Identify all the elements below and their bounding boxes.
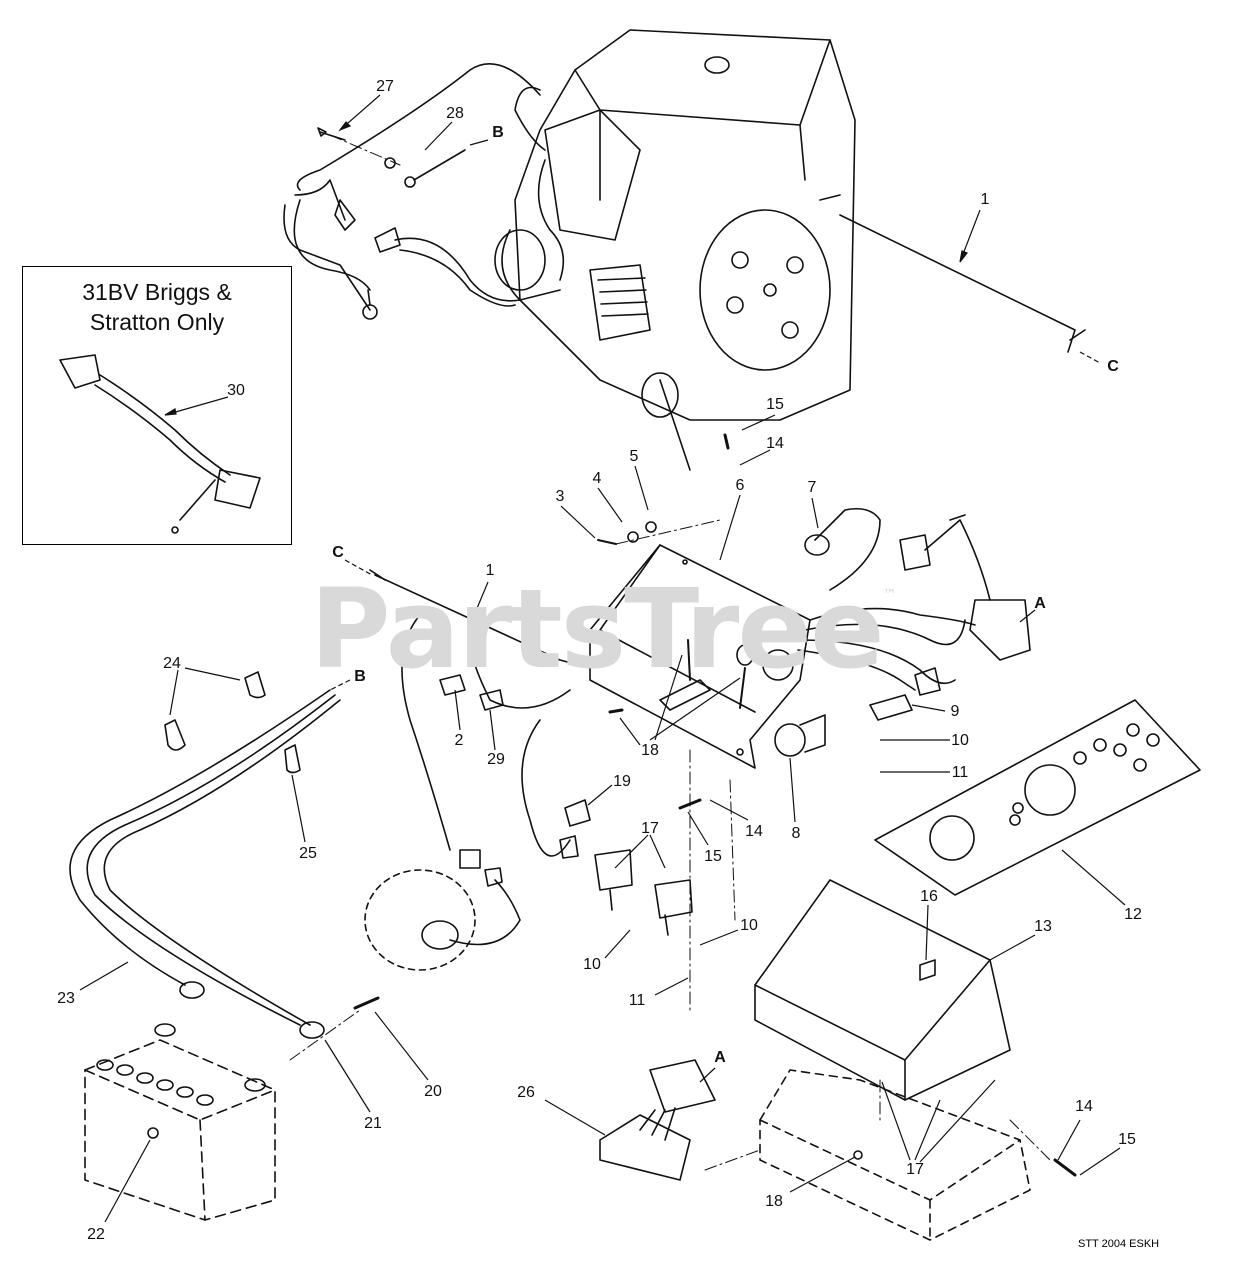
- callout-c25: 25: [299, 845, 317, 862]
- battery-cells: [96, 1023, 266, 1139]
- part-3: [597, 539, 617, 545]
- bolt-20: [353, 996, 380, 1010]
- flywheel: [364, 849, 521, 971]
- callout-c4: 4: [593, 470, 602, 487]
- bracket-harness: [797, 507, 1031, 696]
- callout-c15a: 15: [766, 396, 784, 413]
- footer-code: STT 2004 ESKH: [1078, 1238, 1160, 1250]
- part-19: [564, 799, 591, 827]
- callout-cA2: A: [714, 1049, 726, 1066]
- callout-cA1: A: [1034, 595, 1046, 612]
- callout-c26: 26: [517, 1084, 535, 1101]
- callout-cC2: C: [332, 544, 344, 561]
- callout-c28: 28: [446, 105, 464, 122]
- callout-c12: 12: [1124, 906, 1142, 923]
- engine-assembly: [494, 29, 856, 471]
- panel-12: [874, 699, 1201, 896]
- key-switch: [804, 534, 830, 556]
- engine-wire-harness: [283, 63, 541, 320]
- callout-c11a: 11: [952, 764, 969, 781]
- callout-c1b: 1: [486, 562, 495, 579]
- callout-c10b: 10: [740, 917, 758, 934]
- callout-c6: 6: [736, 477, 745, 494]
- callout-c23: 23: [57, 990, 75, 1007]
- battery: [84, 1039, 276, 1221]
- callout-c17a: 17: [641, 820, 659, 837]
- callout-c10a: 10: [951, 732, 969, 749]
- callout-c24: 24: [163, 655, 181, 672]
- callout-c15b: 15: [704, 848, 722, 865]
- callout-c1a: 1: [981, 191, 990, 208]
- clamp-25: [284, 744, 301, 774]
- bolt-15a: [723, 433, 730, 450]
- callout-c8: 8: [792, 825, 801, 842]
- wire-1-lower: [374, 574, 591, 669]
- callout-c20: 20: [424, 1083, 442, 1100]
- callout-c13: 13: [1034, 918, 1052, 935]
- callout-c15c: 15: [1118, 1131, 1136, 1148]
- callout-c27: 27: [376, 78, 394, 95]
- callout-c29: 29: [487, 751, 505, 768]
- clamp-24a: [164, 719, 186, 751]
- callout-c19: 19: [613, 773, 631, 790]
- switch-8: [774, 723, 806, 757]
- callout-c22: 22: [87, 1226, 105, 1243]
- part-9: [869, 694, 913, 721]
- lower-box: [759, 1069, 1031, 1241]
- callout-c9: 9: [951, 703, 960, 720]
- callout-c17b: 17: [906, 1161, 924, 1178]
- inset-title-line2: Stratton Only: [89, 309, 225, 335]
- control-bracket: [589, 544, 811, 769]
- callout-c3: 3: [556, 488, 565, 505]
- callout-cC1: C: [1107, 358, 1119, 375]
- callout-c14c: 14: [1075, 1098, 1093, 1115]
- callout-c18a: 18: [641, 742, 659, 759]
- part-17a: [594, 849, 633, 891]
- clamp-24b: [244, 671, 266, 699]
- inset-title: 31BV Briggs & Stratton Only: [23, 277, 291, 337]
- callout-c16: 16: [920, 888, 938, 905]
- inset-harness-30: [59, 354, 261, 534]
- part-17b: [654, 879, 693, 919]
- callout-c7: 7: [808, 479, 817, 496]
- leader-arrows: [79, 94, 1126, 1223]
- inset-title-line1: 31BV Briggs &: [82, 279, 232, 305]
- callout-c21: 21: [364, 1115, 382, 1132]
- inset-box: 31BV Briggs & Stratton Only: [22, 266, 292, 545]
- housing-13: [754, 879, 1011, 1101]
- battery-cables: [69, 689, 341, 1039]
- trademark-symbol: ™: [882, 587, 897, 603]
- callout-c10c: 10: [583, 956, 601, 973]
- bolt-15c: [1053, 1158, 1077, 1177]
- callout-cB1: B: [492, 124, 504, 141]
- callout-c14b: 14: [745, 823, 763, 840]
- connector-26: [599, 1059, 716, 1181]
- callout-c30: 30: [227, 382, 245, 399]
- callout-c2: 2: [455, 732, 464, 749]
- washer-5: [645, 521, 657, 533]
- callout-c11b: 11: [629, 992, 646, 1009]
- wire-1-upper: [839, 214, 1076, 353]
- callout-c18b: 18: [765, 1193, 783, 1210]
- callout-c5: 5: [630, 448, 639, 465]
- watermark-text: PartsTree: [310, 565, 885, 693]
- watermark: PartsTree™: [310, 565, 897, 693]
- washer-4: [627, 531, 639, 543]
- callout-c14a: 14: [766, 435, 784, 452]
- callout-cB2: B: [354, 668, 366, 685]
